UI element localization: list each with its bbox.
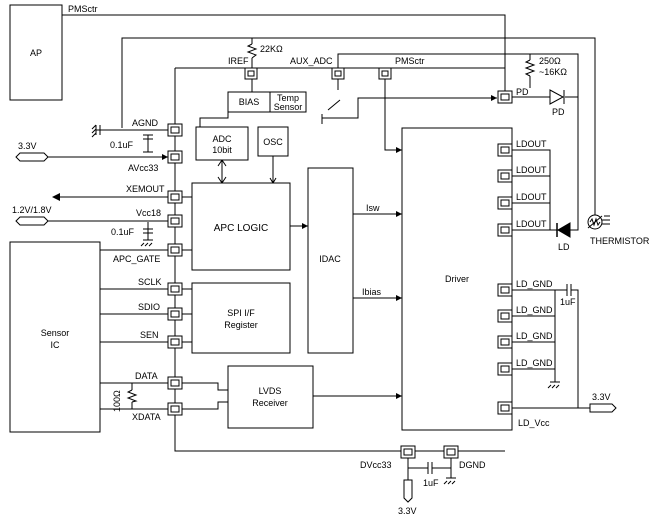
ldout-label-3: LDOUT: [516, 192, 547, 202]
bias-label: BIAS: [239, 97, 260, 107]
pmsctr-top-label: PMSctr: [68, 4, 98, 14]
sclk-label: SCLK: [138, 277, 162, 287]
ground-symbols: [91, 124, 610, 485]
adc-label-1: ADC: [212, 134, 232, 144]
thermistor-label: THERMISTOR: [590, 236, 650, 246]
vdd-3v3-right-icon: [589, 403, 617, 413]
vdd-3v3-bottom-label: 3.3V: [398, 506, 417, 516]
apc-logic-label: APC LOGIC: [214, 223, 268, 234]
osc-label: OSC: [263, 137, 283, 147]
arrowheads: [52, 95, 497, 399]
ld-gnd-label-3: LD_GND: [516, 331, 553, 341]
avcc33-label: AVcc33: [128, 163, 158, 173]
resistor-100: [126, 389, 138, 403]
pins: [167, 67, 513, 459]
sdio-label: SDIO: [138, 302, 160, 312]
ld-vcc-label: LD_Vcc: [518, 418, 550, 428]
capacitor-bottom-icon: [427, 462, 433, 474]
ld-diode-icon: [556, 222, 571, 238]
ibias-label: Ibias: [362, 287, 382, 297]
vdd-3v3-left-icon: [15, 152, 49, 162]
dgnd-label: DGND: [459, 460, 486, 470]
ld-gnd-label-4: LD_GND: [516, 358, 553, 368]
cap-right-label: 1uF: [560, 297, 576, 307]
pd-pin-label: PD: [516, 87, 529, 97]
sensor-ic-block: [9, 241, 101, 433]
lvds-block: [227, 365, 314, 429]
idac-label: IDAC: [319, 254, 341, 264]
vcc18-label: Vcc18: [136, 208, 161, 218]
iref-label: IREF: [228, 56, 249, 66]
pd-diode-icon: [549, 89, 565, 105]
temp-sensor-label-1: Temp: [277, 93, 299, 103]
driver-label: Driver: [445, 274, 469, 284]
ld-gnd-label-1: LD_GND: [516, 279, 553, 289]
thermistor-icon: [587, 214, 603, 230]
vdd-3v3-left-label: 3.3V: [18, 141, 37, 151]
pd-diode-label: PD: [552, 107, 565, 117]
temp-sensor-block: [269, 91, 307, 113]
apc-gate-label: APC_GATE: [113, 254, 160, 264]
vdd-3v3-right-label: 3.3V: [592, 392, 611, 402]
vdd-1v2-icon: [15, 216, 49, 226]
ap-label: AP: [30, 48, 42, 58]
idac-block: [307, 167, 354, 354]
cap-avcc-label: 0.1uF: [110, 140, 134, 150]
ap-block: [9, 4, 63, 101]
ldout-label-4: LDOUT: [516, 219, 547, 229]
adc-block: [195, 126, 249, 161]
ld-label: LD: [558, 242, 570, 252]
adc-label-2: 10bit: [212, 145, 232, 155]
ldout-label-1: LDOUT: [516, 139, 547, 149]
sen-label: SEN: [140, 330, 159, 340]
spi-block: [191, 282, 291, 354]
lvds-label-1: LVDS: [259, 386, 282, 396]
xemout-label: XEMOUT: [126, 184, 165, 194]
resistor-22k: [246, 43, 258, 59]
spi-label-1: SPI I/F: [227, 308, 255, 318]
r-250-label-1: 250Ω: [539, 56, 561, 66]
cap-vcc18-label: 0.1uF: [111, 227, 135, 237]
temp-sensor-label-2: Sensor: [274, 102, 303, 112]
capacitor-right-icon: [566, 284, 572, 296]
agnd-label: AGND: [132, 118, 159, 128]
xdata-label: XDATA: [132, 412, 161, 422]
ld-gnd-label-2: LD_GND: [516, 305, 553, 315]
apc-logic-block: [191, 182, 291, 271]
spi-label-2: Register: [224, 320, 258, 330]
sensor-ic-label-2: IC: [51, 340, 61, 350]
aux-adc-label: AUX_ADC: [290, 56, 333, 66]
lvds-label-2: Receiver: [252, 398, 288, 408]
sensor-ic-label-1: Sensor: [41, 328, 70, 338]
ldout-label-2: LDOUT: [516, 165, 547, 175]
r-22k-label: 22KΩ: [260, 44, 283, 54]
osc-block: [257, 126, 289, 157]
cap-bottom-label: 1uF: [423, 478, 439, 488]
driver-block: [401, 127, 513, 431]
r-250-label-2: ~16KΩ: [539, 67, 567, 77]
vdd-1v2-label: 1.2V/1.8V: [12, 205, 52, 215]
isw-label: Isw: [366, 203, 380, 213]
dvcc33-label: DVcc33: [360, 460, 392, 470]
data-label: DATA: [135, 371, 158, 381]
pmsctr-pin-label: PMSctr: [395, 56, 425, 66]
vdd-3v3-bottom-icon: [403, 479, 413, 503]
r-100-label: 100Ω: [112, 390, 122, 412]
resistor-250: [524, 59, 536, 77]
